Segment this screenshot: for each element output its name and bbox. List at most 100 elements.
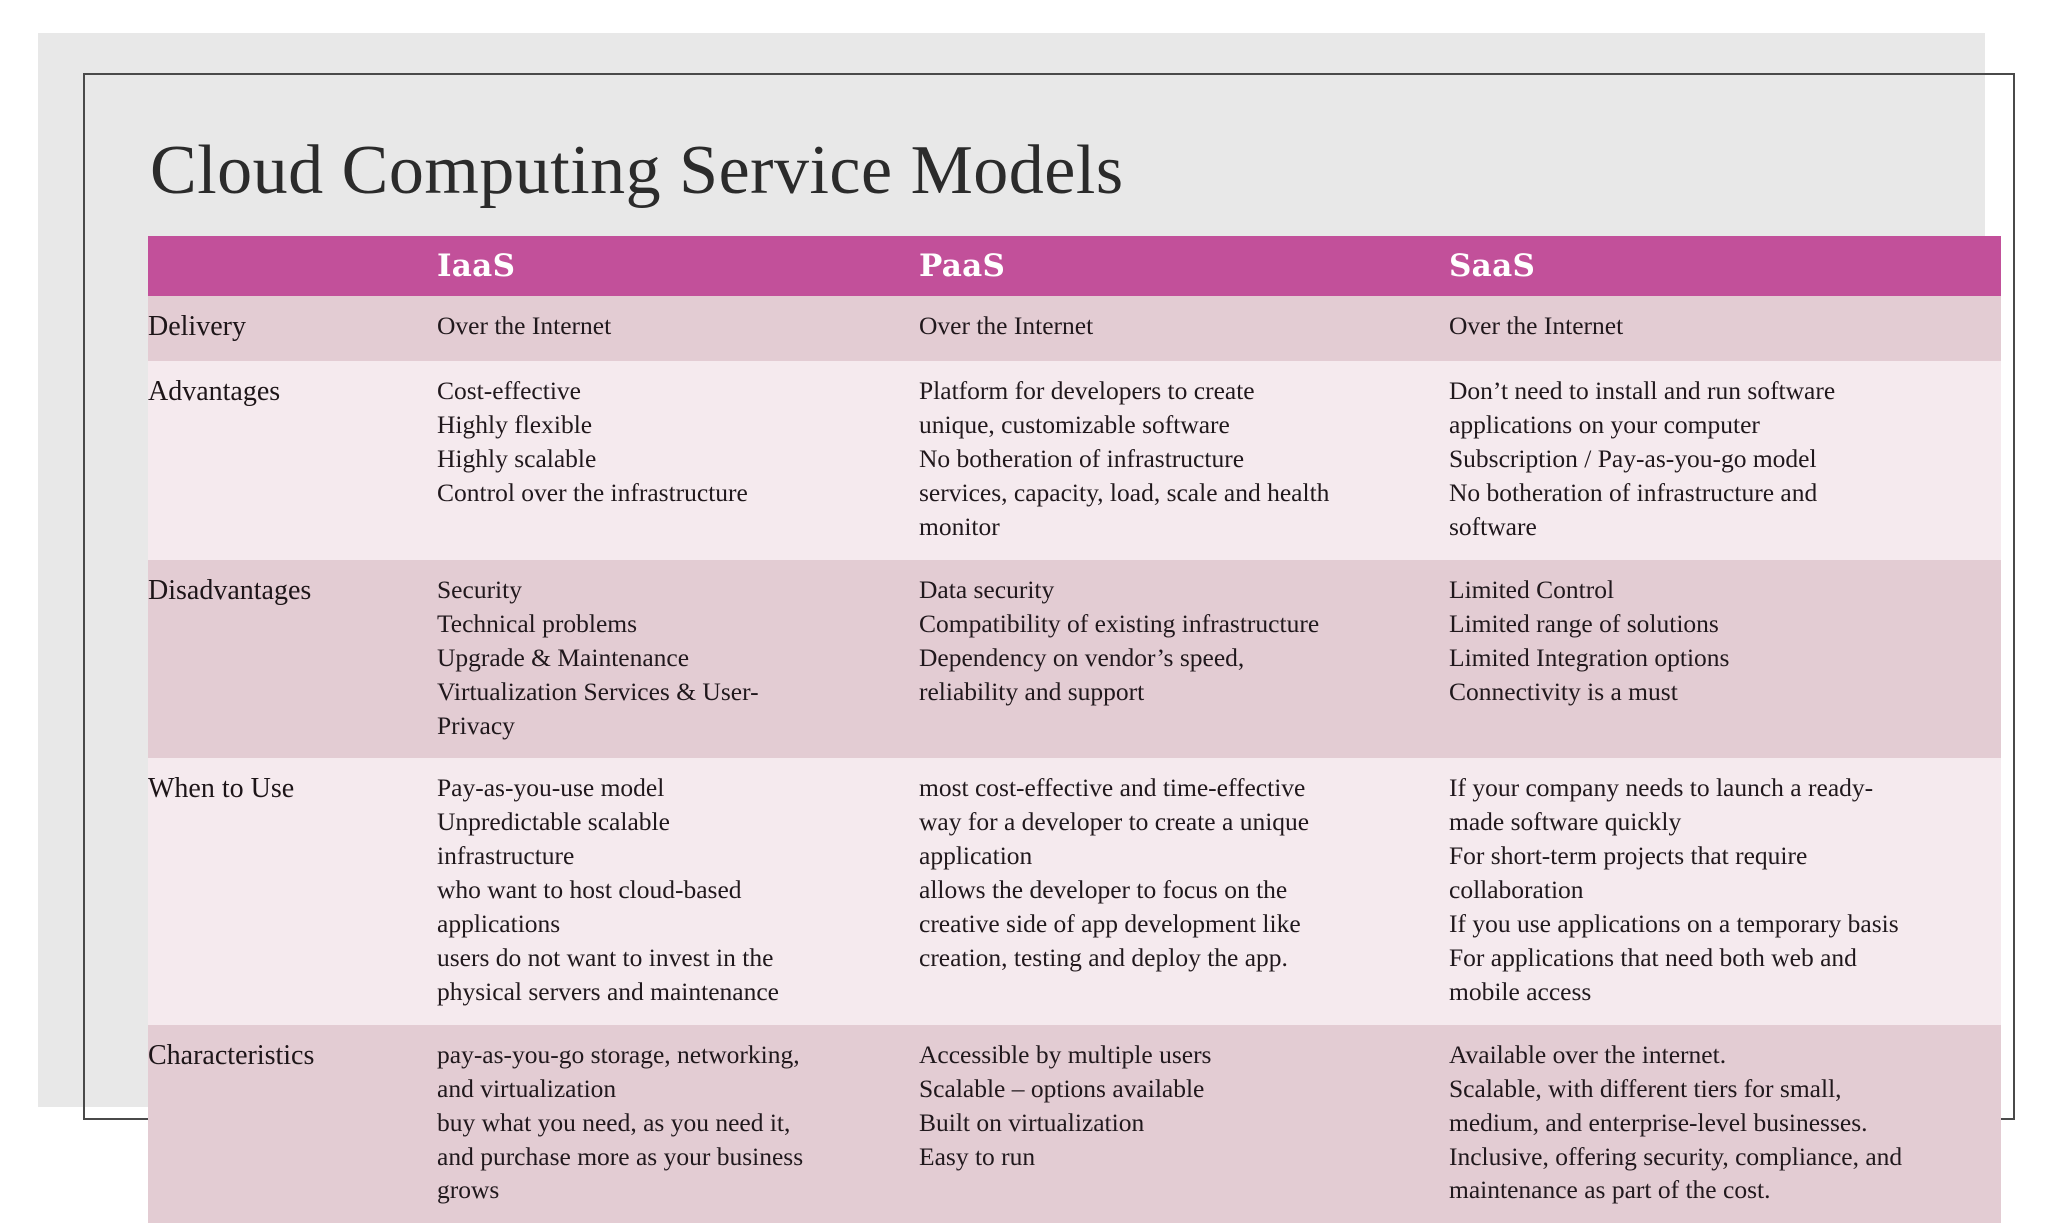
cell-line: Limited range of solutions — [1449, 608, 1719, 638]
cell-saas: Over the Internet — [1435, 296, 2001, 361]
column-header-blank — [148, 236, 423, 296]
cell-line: software — [1449, 512, 1537, 542]
cell-line: maintenance as part of the cost. — [1449, 1175, 1771, 1205]
cell-lines: Don’t need to install and run software ap… — [1449, 374, 1983, 544]
column-header-paas: PaaS — [919, 248, 1006, 284]
cell-saas: Available over the internet.Scalable, wi… — [1435, 1025, 2001, 1223]
cell-lines: If your company needs to launch a ready-… — [1449, 771, 1983, 1008]
cell-line: way for a developer to create a unique — [919, 807, 1310, 837]
cell-line: If your company needs to launch a ready- — [1449, 773, 1874, 803]
cell-line: allows the developer to focus on the — [919, 875, 1288, 905]
cell-line: Limited Integration options — [1449, 642, 1730, 672]
cell-iaas: pay-as-you-go storage, networking,and vi… — [423, 1025, 905, 1223]
cell-line: If you use applications on a temporary b… — [1449, 909, 1899, 939]
cell-line: Cost-effective — [437, 376, 581, 406]
cell-line: application — [919, 841, 1033, 871]
cell-line: Compatibility of existing infrastructure — [919, 608, 1320, 638]
cell-line: Easy to run — [919, 1141, 1036, 1171]
cell-line: reliability and support — [919, 676, 1145, 706]
cell-line: Dependency on vendor’s speed, — [919, 642, 1245, 672]
cell-lines: pay-as-you-go storage, networking,and vi… — [437, 1038, 887, 1208]
cell-line: grows — [437, 1175, 500, 1205]
cell-lines: Available over the internet.Scalable, wi… — [1449, 1038, 1983, 1208]
cell-line: applications — [437, 909, 561, 939]
cell-line: Scalable – options available — [919, 1073, 1205, 1103]
column-header-saas: SaaS — [1449, 248, 1536, 284]
cell-line: For applications that need both web and — [1449, 942, 1857, 972]
cell-line: Pay-as-you-use model — [437, 773, 665, 803]
cell-line: mobile access — [1449, 976, 1592, 1006]
cell-lines: most cost-effective and time-effective wa… — [919, 771, 1417, 974]
cell-paas: Over the Internet — [905, 296, 1435, 361]
row-label: Advantages — [148, 376, 281, 408]
cell-line: collaboration — [1449, 875, 1584, 905]
cell-line: Subscription / Pay-as-you-go model — [1449, 444, 1817, 474]
cell-line: unique, customizable software — [919, 410, 1230, 440]
cell-line: Limited Control — [1449, 574, 1615, 604]
cell-line: made software quickly — [1449, 807, 1682, 837]
cell-line: Privacy — [437, 710, 515, 740]
cell-iaas: Over the Internet — [423, 296, 905, 361]
cell-line: No botheration of infrastructure and — [1449, 478, 1818, 508]
cell-line: applications on your computer — [1449, 410, 1760, 440]
cell-line: Scalable, with different tiers for small… — [1449, 1073, 1842, 1103]
table-row: Characteristics pay-as-you-go storage, ne… — [148, 1024, 2001, 1223]
cell-line: Over the Internet — [1449, 311, 1624, 340]
cell-lines: Over the Internet — [1449, 309, 1983, 343]
cell-line: Security — [437, 574, 522, 604]
cell-line: Highly flexible — [437, 410, 593, 440]
cell-paas: most cost-effective and time-effective wa… — [905, 758, 1435, 1024]
cell-line: users do not want to invest in the — [437, 942, 774, 972]
table-header-row: IaaS PaaS SaaS — [148, 236, 2001, 296]
cell-saas: Don’t need to install and run software ap… — [1435, 361, 2001, 560]
cell-line: Over the Internet — [437, 311, 612, 340]
cell-lines: Over the Internet — [437, 309, 887, 343]
cell-line: creative side of app development like — [919, 909, 1301, 939]
cell-line: most cost-effective and time-effective — [919, 773, 1306, 803]
cell-line: and purchase more as your business — [437, 1141, 804, 1171]
cell-line: Over the Internet — [919, 311, 1094, 340]
cell-line: Don’t need to install and run software — [1449, 376, 1836, 406]
cell-line: Unpredictable scalable — [437, 807, 670, 837]
cell-line: Accessible by multiple users — [919, 1039, 1212, 1069]
cell-line: monitor — [919, 512, 1000, 542]
column-header-iaas: IaaS — [437, 248, 516, 284]
cell-line: Data security — [919, 574, 1055, 604]
row-label: Characteristics — [148, 1039, 315, 1071]
cell-line: creation, testing and deploy the app. — [919, 942, 1288, 972]
cell-line: Highly scalable — [437, 444, 597, 474]
page-title: Cloud Computing Service Models — [150, 131, 1124, 209]
row-label: When to Use — [148, 773, 295, 805]
cell-line: Built on virtualization — [919, 1107, 1145, 1137]
cell-saas: If your company needs to launch a ready-… — [1435, 758, 2001, 1024]
cell-line: For short-term projects that require — [1449, 841, 1808, 871]
cell-line: services, capacity, load, scale and heal… — [919, 478, 1330, 508]
cell-line: medium, and enterprise-level businesses. — [1449, 1107, 1868, 1137]
cell-line: Inclusive, offering security, compliance… — [1449, 1141, 1903, 1171]
cell-line: Upgrade & Maintenance — [437, 642, 690, 672]
cell-lines: Over the Internet — [919, 309, 1417, 343]
cell-line: Connectivity is a must — [1449, 676, 1678, 706]
cell-line: physical servers and maintenance — [437, 976, 779, 1006]
cell-line: infrastructure — [437, 841, 575, 871]
cell-line: Control over the infrastructure — [437, 478, 748, 508]
cell-line: No botheration of infrastructure — [919, 444, 1245, 474]
